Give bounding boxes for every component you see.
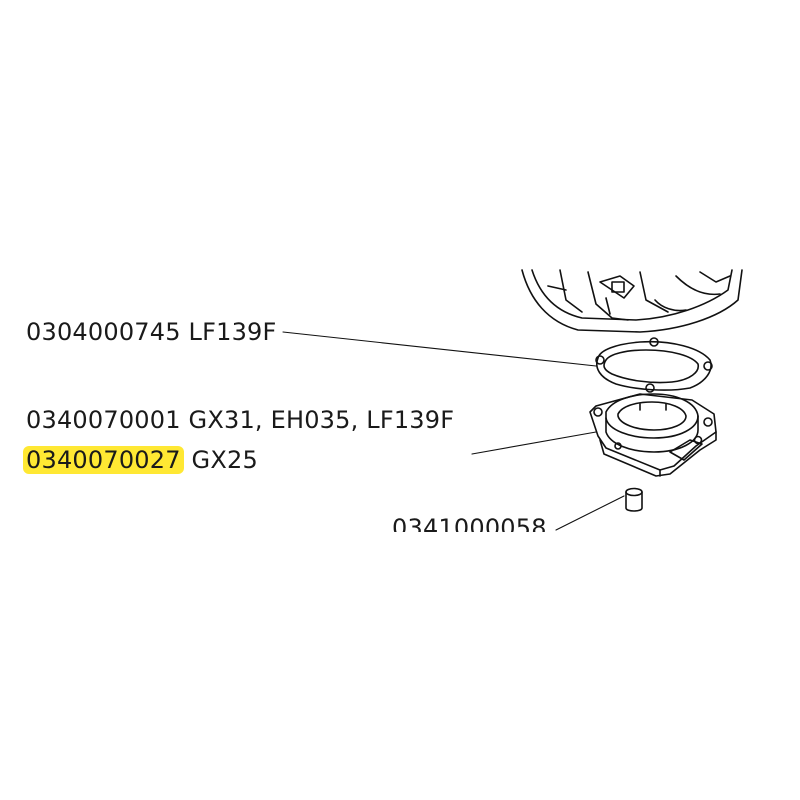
label-gasket: 0304000745 LF139F xyxy=(26,318,277,346)
label-pin-clipped: 0341000058 xyxy=(392,510,562,532)
leader-line-pin xyxy=(555,495,625,531)
engine-body-fragment xyxy=(521,269,743,333)
gasket-models: LF139F xyxy=(188,318,277,346)
pin-sleeve xyxy=(625,487,643,512)
flange-b-models: GX25 xyxy=(191,446,258,474)
label-flange-a: 0340070001 GX31, EH035, LF139F xyxy=(26,406,454,434)
label-flange-b: 0340070027 GX25 xyxy=(23,446,258,474)
pin-part-number: 0341000058 xyxy=(392,514,547,532)
intake-flange xyxy=(589,393,717,477)
leader-line-gasket xyxy=(282,331,597,367)
leader-line-flange xyxy=(471,431,597,455)
gasket-ring xyxy=(595,337,713,393)
flange-b-part-number-highlighted: 0340070027 xyxy=(23,446,184,474)
flange-a-part-number: 0340070001 xyxy=(26,406,181,434)
flange-a-models: GX31, EH035, LF139F xyxy=(188,406,455,434)
gasket-part-number: 0304000745 xyxy=(26,318,181,346)
